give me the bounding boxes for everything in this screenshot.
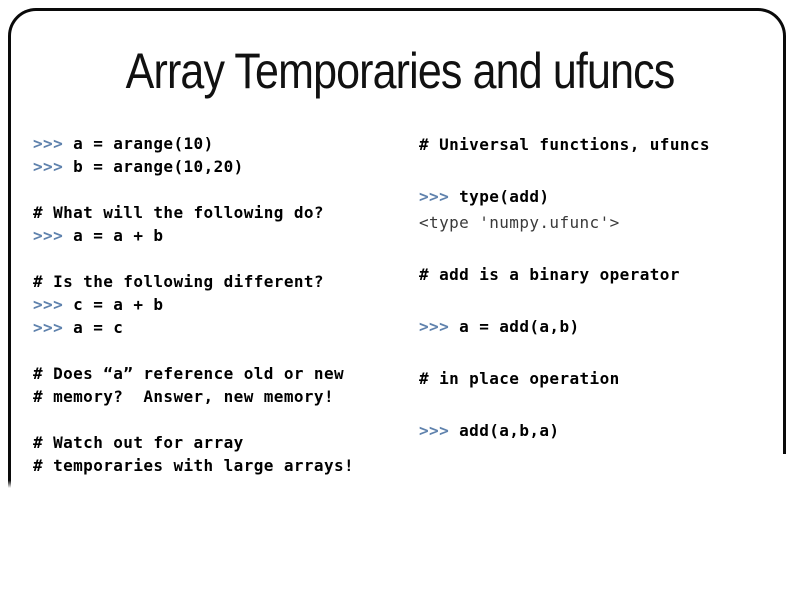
code-text: a = c — [73, 318, 124, 337]
python-prompt: >>> — [33, 318, 74, 337]
blank-line — [419, 158, 789, 184]
code-line-output: <type 'numpy.ufunc'> — [419, 213, 620, 232]
page-title: Array Temporaries and ufuncs — [0, 42, 800, 100]
slide-border-frame-left-extension — [8, 450, 11, 488]
code-line-comment: # Is the following different? — [33, 272, 324, 291]
code-line-comment: # temporaries with large arrays! — [33, 456, 355, 475]
code-line-code: >>> b = arange(10,20) — [33, 155, 403, 178]
code-text: a = add(a,b) — [459, 317, 580, 336]
code-line-code: >>> a = a + b — [33, 224, 403, 247]
code-line-comment: # Does “a” reference old or new — [33, 364, 345, 383]
code-line-code: >>> a = arange(10) — [33, 132, 403, 155]
python-prompt: >>> — [419, 187, 460, 206]
page-title-text: Array Temporaries and ufuncs — [125, 43, 676, 99]
code-line-code: >>> a = add(a,b) — [419, 314, 789, 340]
blank-line — [419, 236, 789, 262]
blank-line — [419, 288, 789, 314]
python-prompt: >>> — [33, 134, 74, 153]
blank-line — [33, 339, 403, 362]
code-text: c = a + b — [73, 295, 164, 314]
code-line-comment: # in place operation — [419, 369, 620, 388]
code-text: b = arange(10,20) — [73, 157, 244, 176]
code-line-comment: # What will the following do? — [33, 203, 324, 222]
code-text: a = arange(10) — [73, 134, 214, 153]
python-prompt: >>> — [33, 226, 74, 245]
blank-line — [419, 392, 789, 418]
python-prompt: >>> — [419, 317, 460, 336]
code-line-code: >>> a = c — [33, 316, 403, 339]
code-line-comment: # add is a binary operator — [419, 265, 680, 284]
code-line-code: >>> type(add) — [419, 184, 789, 210]
code-text: a = a + b — [73, 226, 164, 245]
python-prompt: >>> — [33, 295, 74, 314]
code-line-code: >>> c = a + b — [33, 293, 403, 316]
blank-line — [33, 178, 403, 201]
code-text: type(add) — [459, 187, 550, 206]
code-line-comment: # memory? Answer, new memory! — [33, 387, 334, 406]
blank-line — [33, 408, 403, 431]
code-text: add(a,b,a) — [459, 421, 560, 440]
code-column-right: # Universal functions, ufuncs >>> type(a… — [419, 132, 789, 444]
python-prompt: >>> — [33, 157, 74, 176]
blank-line — [33, 247, 403, 270]
code-line-comment: # Watch out for array — [33, 433, 244, 452]
blank-line — [419, 340, 789, 366]
code-line-comment: # Universal functions, ufuncs — [419, 135, 710, 154]
code-column-left: >>> a = arange(10)>>> b = arange(10,20) … — [33, 132, 403, 477]
python-prompt: >>> — [419, 421, 460, 440]
code-line-code: >>> add(a,b,a) — [419, 418, 789, 444]
